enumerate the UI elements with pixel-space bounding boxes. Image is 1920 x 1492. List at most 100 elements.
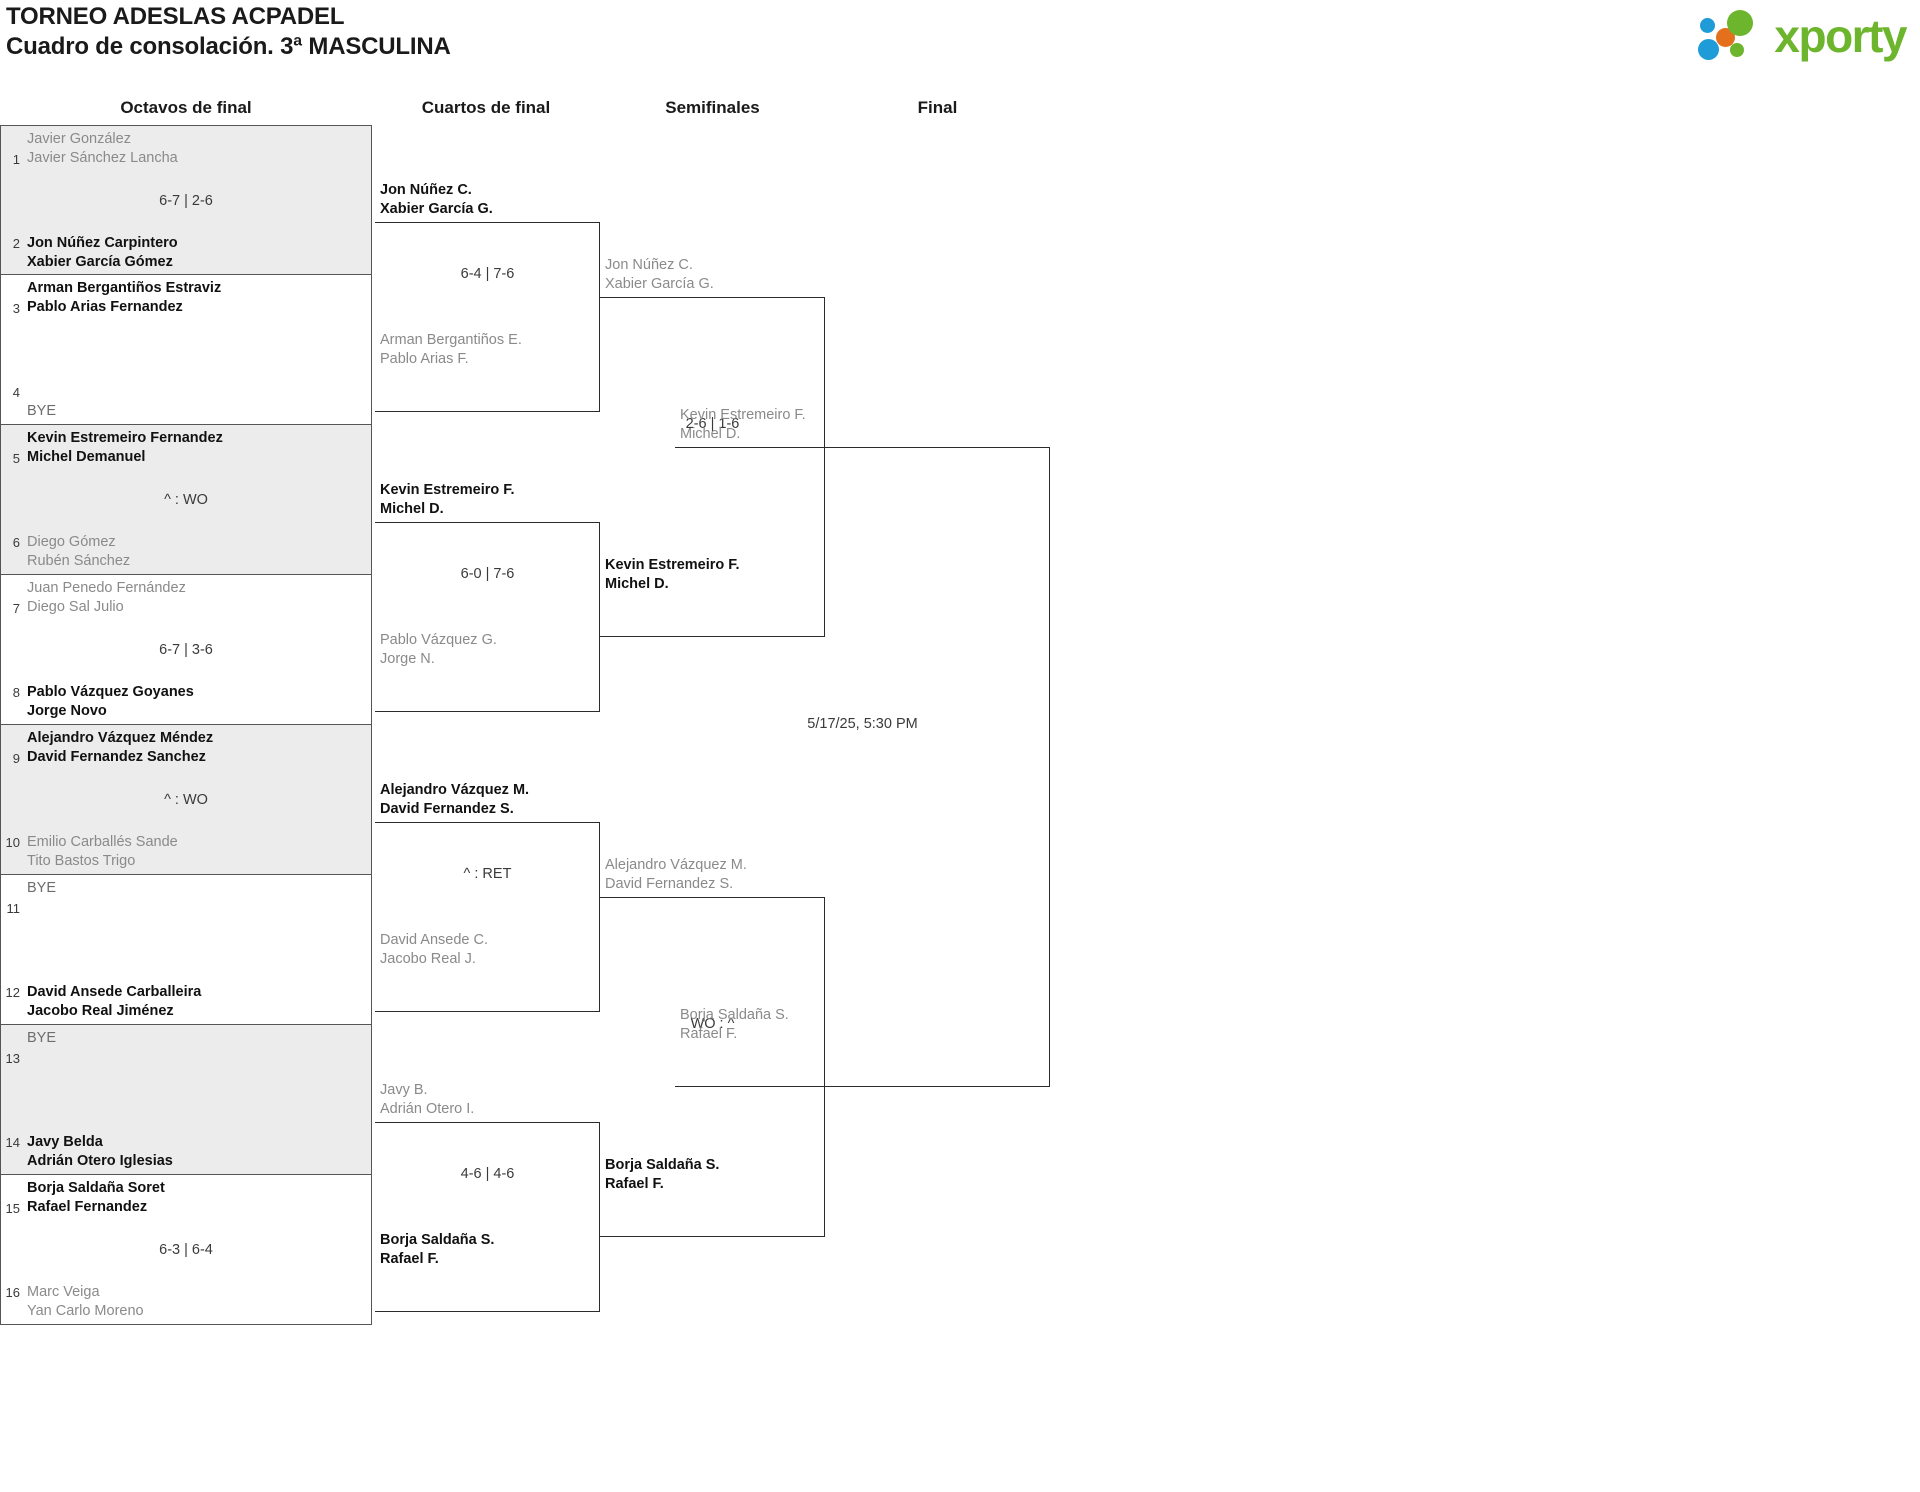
player-name: Kevin Estremeiro Fernandez [27,430,223,446]
round2-team-top[interactable]: Kevin Estremeiro F. Michel D. [375,481,600,519]
player-name: Juan Penedo Fernández [27,580,186,596]
player-name: David Fernandez S. [380,801,514,817]
player-name: Diego Gómez [27,534,116,550]
round1-score: 6-7 | 3-6 [159,642,213,658]
round2-team-top[interactable]: Jon Núñez C. Xabier García G. [375,181,600,219]
player-name: Rafael F. [380,1251,439,1267]
round2-team-bottom[interactable]: Pablo Vázquez G.Jorge N. [375,631,600,669]
round1-score [1,1087,371,1113]
player-name: Kevin Estremeiro F. [605,557,740,573]
round3-score: WO : ^ [690,1016,735,1032]
player-name: Xabier García Gómez [27,254,173,270]
round2-score: 4-6 | 4-6 [460,1166,515,1182]
round2-match-box [375,822,600,1012]
round1-score [1,937,371,963]
seed-number: 1 [12,151,20,167]
player-name: Diego Sal Julio [27,599,124,615]
final-datetime: 5/17/25, 5:30 PM [807,716,918,732]
player-name: Javier Sánchez Lancha [27,150,178,166]
seed-number: 16 [5,1284,20,1300]
logo-dots-icon [1696,9,1772,63]
player-name: BYE [27,880,57,896]
player-name: Alejandro Vázquez M. [380,782,530,798]
player-name: Yan Carlo Moreno [27,1303,144,1319]
round2-team-bottom[interactable]: David Ansede C.Jacobo Real J. [375,931,600,969]
player-name: Michel D. [605,576,669,592]
tournament-name: TORNEO ADESLAS ACPADEL [6,3,345,30]
seed-number: 7 [12,600,20,616]
player-name: Marc Veiga [27,1284,100,1300]
round4-team-bottom[interactable]: Borja Saldaña S.Rafael F. [675,1006,900,1044]
logo-wordmark: xporty [1774,10,1907,62]
round3-team-bottom[interactable]: Kevin Estremeiro F. Michel D. [600,556,825,594]
player-name: Jorge N. [380,651,435,667]
player-name: Javier González [27,131,131,147]
seed-number: 13 [5,1050,20,1066]
page-title: TORNEO ADESLAS ACPADEL Cuadro de consola… [6,2,451,62]
round3-team-top[interactable]: Alejandro Vázquez M.David Fernandez S. [600,856,825,894]
round3-team-top[interactable]: Jon Núñez C. Xabier García G. [600,256,825,294]
player-name: Kevin Estremeiro F. [680,407,806,423]
seed-number: 15 [5,1200,20,1216]
round-header-octavos: Octavos de final [120,98,252,117]
player-name: Rubén Sánchez [27,553,131,569]
player-name: Rafael F. [680,1026,738,1042]
team-names: BYE [27,879,56,898]
player-name: Pablo Arias F. [380,351,469,367]
player-name: Michel D. [680,426,741,442]
player-name: Kevin Estremeiro F. [380,482,515,498]
seed-number: 8 [12,684,20,700]
player-name: Jon Núñez C. [380,182,472,198]
round2-team-bottom[interactable]: Borja Saldaña S.Rafael F. [375,1231,600,1269]
round1-score: ^ : WO [164,792,208,808]
round2-team-top[interactable]: Alejandro Vázquez M. David Fernandez S. [375,781,600,819]
player-name: Adrián Otero I. [380,1101,475,1117]
round2-score: 6-4 | 7-6 [460,266,515,282]
round3-team-bottom[interactable]: Borja Saldaña S.Rafael F. [600,1156,825,1194]
seed-number: 4 [12,384,20,400]
round2-team-top[interactable]: Javy B.Adrián Otero I. [375,1081,600,1119]
player-name: Michel D. [380,501,444,517]
player-name: Borja Saldaña S. [605,1157,720,1173]
player-name: Alejandro Vázquez M. [605,857,747,873]
player-name: David Fernandez Sanchez [27,749,206,765]
player-name: Jorge Novo [27,703,107,719]
player-name: Javy Belda [27,1134,103,1150]
player-name: Jacobo Real Jiménez [27,1003,174,1019]
player-name: Jon Núñez C. [605,257,693,273]
round2-team-bottom[interactable]: Arman Bergantiños E.Pablo Arias F. [375,331,600,369]
player-name: Xabier García G. [380,201,493,217]
player-name: Jacobo Real J. [380,951,476,967]
player-name: Xabier García G. [605,276,714,292]
round1-score [1,337,371,363]
round4-team-top[interactable]: Kevin Estremeiro F. Michel D. [675,406,900,444]
